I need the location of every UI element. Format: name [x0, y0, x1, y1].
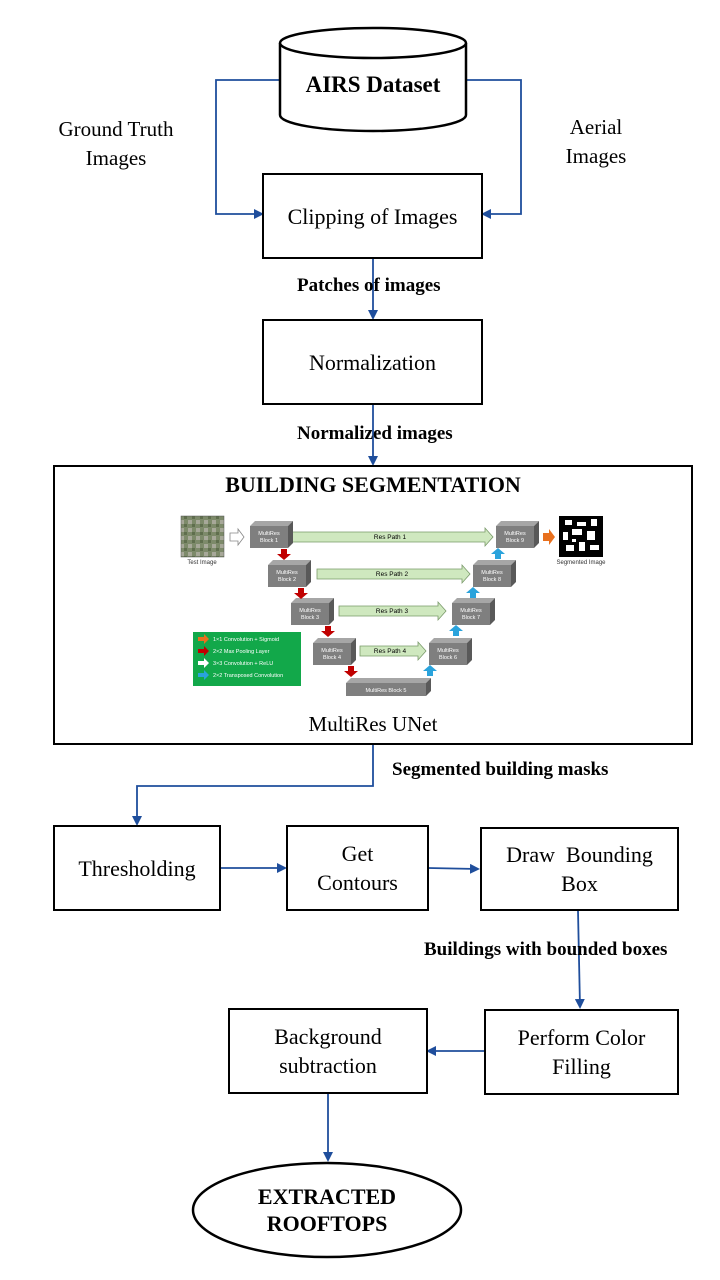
block-4 [313, 638, 356, 665]
legend-item-1: 1×1 Convolution + Sigmoid [213, 637, 279, 643]
up-arrow-1 [423, 665, 437, 676]
output-arrow [543, 529, 555, 545]
thresholding-label: Thresholding [78, 855, 196, 881]
unet-figure: Test Image Segmented Image Res Path 1 Re… [180, 515, 606, 696]
up-arrow-3 [466, 587, 480, 598]
legend-item-2: 2×2 Max Pooling Layer [213, 649, 270, 655]
output-label: EXTRACTED ROOFTOPS [257, 1184, 397, 1236]
segmentation-title: BUILDING SEGMENTATION [225, 472, 521, 497]
up-arrow-4 [491, 548, 505, 559]
block-8 [473, 560, 516, 587]
normalization-label: Normalization [308, 349, 437, 375]
masks-label: Segmented building masks [392, 759, 609, 780]
block-5-label: MultiRes Block 5 [366, 688, 407, 694]
arrow-dataset-left [215, 79, 280, 219]
pool-arrow-2 [294, 588, 308, 599]
aerial-images-label: Aerial Images [565, 115, 627, 168]
res-path-1-arrow [291, 526, 494, 548]
draw-bbox-box: Draw Bounding Box [480, 827, 679, 911]
arrow-contours-bbox [427, 863, 480, 874]
up-arrow-2 [449, 625, 463, 636]
res-path-3-label: Res Path 3 [376, 608, 409, 615]
draw-bbox-label: Draw Bounding Box [506, 842, 659, 896]
segmentation-box [53, 465, 693, 745]
dataset-cylinder [278, 26, 468, 133]
segmented-image-label: Segmented Image [556, 560, 606, 566]
dataset-label: AIRS Dataset [305, 72, 441, 97]
ground-truth-label: Ground Truth Images [58, 117, 174, 170]
res-path-1-label: Res Path 1 [374, 534, 407, 541]
arrow-seg-thresh [132, 745, 374, 826]
pool-arrow-4 [344, 666, 358, 677]
block-7 [452, 598, 495, 625]
block-5 [346, 678, 431, 696]
block-9 [496, 521, 539, 548]
thresholding-box: Thresholding [53, 825, 221, 911]
clipping-box: Clipping of Images [262, 173, 483, 259]
test-image-thumb [180, 515, 225, 558]
bg-subtraction-label: Background subtraction [274, 1024, 382, 1078]
bg-subtraction-box: Background subtraction [228, 1008, 428, 1094]
block-6 [429, 638, 472, 665]
legend-box [193, 632, 301, 686]
res-path-2-label: Res Path 2 [376, 571, 409, 578]
get-contours-box: Get Contours [286, 825, 429, 911]
pool-arrow-3 [321, 626, 335, 637]
clipping-label: Clipping of Images [287, 203, 458, 229]
res-path-3-arrow [338, 600, 447, 622]
block-3 [291, 598, 334, 625]
pool-arrow-1 [277, 549, 291, 560]
legend-item-4: 2×2 Transposed Convolution [213, 673, 283, 679]
color-filling-box: Perform Color Filling [484, 1009, 679, 1095]
arrow-dataset-right [466, 79, 522, 219]
test-image-label: Test Image [187, 560, 217, 566]
res-path-4-arrow [359, 640, 427, 662]
input-arrow [229, 527, 245, 547]
get-contours-label: Get Contours [317, 841, 398, 895]
normalization-box: Normalization [262, 319, 483, 405]
output-ellipse [191, 1161, 463, 1259]
normalized-label: Normalized images [297, 423, 453, 444]
res-path-4-label: Res Path 4 [374, 648, 407, 655]
segmentation-caption: MultiRes UNet [308, 712, 438, 736]
arrow-bbox-color [574, 910, 585, 1009]
block-1 [250, 521, 293, 548]
color-filling-label: Perform Color Filling [517, 1025, 646, 1079]
bounded-label: Buildings with bounded boxes [424, 939, 668, 960]
patches-label: Patches of images [297, 275, 441, 296]
block-2 [268, 560, 311, 587]
legend-item-3: 3×3 Convolution + ReLU [213, 661, 273, 667]
res-path-2-arrow [316, 563, 471, 585]
